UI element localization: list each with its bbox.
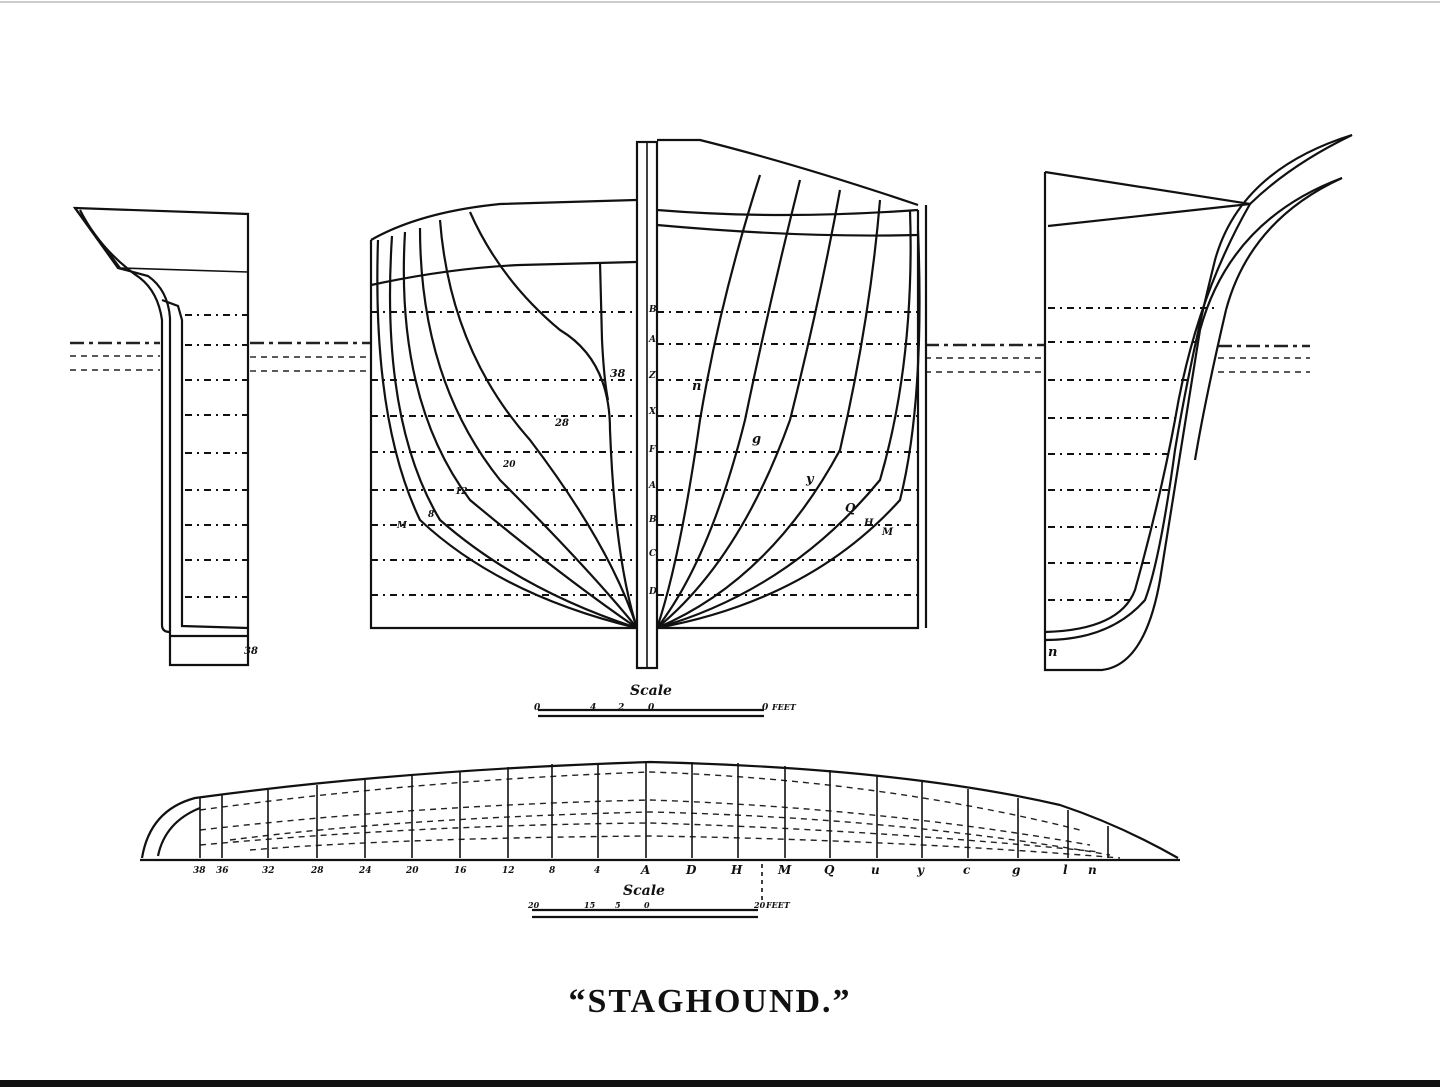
hb-scale-tick-1: 15 <box>584 900 596 910</box>
fore-label-H: H <box>863 518 874 529</box>
svg-text:B: B <box>648 515 657 525</box>
hb-scale-label: Scale <box>623 883 665 899</box>
svg-text:Q: Q <box>824 863 835 877</box>
svg-text:36: 36 <box>216 866 229 876</box>
aft-label-28: 28 <box>554 418 569 429</box>
svg-text:M: M <box>777 863 792 877</box>
body-plan-scale: Scale 0 4 2 0 0 FEET <box>534 683 797 718</box>
stern-waterlines <box>185 314 248 598</box>
svg-text:g: g <box>1012 863 1020 877</box>
scale-tick-3: 0 <box>648 703 655 713</box>
bow-waterlines <box>1048 307 1215 601</box>
centerline-letters: B A Z X F A B C D <box>648 305 657 597</box>
svg-text:32: 32 <box>262 866 275 876</box>
svg-text:H: H <box>730 863 743 877</box>
hb-scale-tick-0: 20 <box>527 900 540 910</box>
svg-text:c: c <box>963 863 971 877</box>
svg-text:12: 12 <box>502 866 515 876</box>
svg-text:4: 4 <box>594 866 600 876</box>
svg-text:n: n <box>1088 863 1097 877</box>
svg-text:38: 38 <box>193 866 206 876</box>
scale-unit: FEET <box>771 702 797 712</box>
svg-text:D: D <box>685 863 697 877</box>
half-breadth-plan: 38 36 32 28 24 20 16 12 8 4 A D H M Q u … <box>140 760 1180 900</box>
fore-label-y: y <box>805 472 815 487</box>
stern-view-label: 38 <box>244 646 258 657</box>
keel-post <box>635 140 659 670</box>
body-plan-waterlines <box>371 311 918 596</box>
scale-tick-2: 2 <box>617 703 624 713</box>
svg-text:y: y <box>916 863 925 877</box>
hb-scale-tick-4: 20 <box>753 900 766 910</box>
aft-station-labels: 38 28 20 12 8 M <box>396 367 626 531</box>
svg-text:A: A <box>648 335 656 345</box>
scale-tick-1: 4 <box>590 703 596 713</box>
svg-text:B: B <box>648 305 657 315</box>
svg-text:16: 16 <box>454 866 467 876</box>
svg-text:D: D <box>648 587 657 597</box>
svg-text:Z: Z <box>648 371 656 381</box>
hb-scale-tick-2: 5 <box>615 900 621 910</box>
bow-view-label: n <box>1048 645 1057 660</box>
svg-text:A: A <box>648 481 656 491</box>
aft-label-38: 38 <box>610 367 626 380</box>
scale-tick-4: 0 <box>762 703 769 713</box>
body-plan-view: 38 28 20 12 8 M n g y Q H M B A Z X F A … <box>369 138 928 670</box>
aft-label-8: 8 <box>428 510 435 520</box>
svg-text:u: u <box>871 863 880 877</box>
aft-label-12: 12 <box>455 487 468 497</box>
half-breadth-scale: Scale 20 15 5 0 20 FEET <box>527 883 791 919</box>
hb-scale-tick-3: 0 <box>644 900 650 910</box>
hb-scale-unit: FEET <box>765 900 791 910</box>
bow-profile-view: n <box>1043 133 1353 672</box>
svg-text:8: 8 <box>549 866 556 876</box>
stern-profile-view: 38 <box>72 206 258 667</box>
svg-text:A: A <box>640 863 650 877</box>
fore-label-Q: Q <box>845 501 856 515</box>
half-breadth-station-labels: 38 36 32 28 24 20 16 12 8 4 A D H M Q u … <box>193 863 1097 877</box>
drawing-title: “STAGHOUND.” <box>568 983 851 1020</box>
frame-bottom-border <box>0 1080 1440 1087</box>
svg-text:l: l <box>1063 863 1068 877</box>
fore-label-n: n <box>692 379 701 394</box>
scale-tick-0: 0 <box>534 703 541 713</box>
svg-text:20: 20 <box>405 866 419 876</box>
aft-section-curves <box>376 211 639 630</box>
half-breadth-stations <box>199 762 1109 858</box>
svg-text:F: F <box>648 445 656 455</box>
fore-station-labels: n g y Q H M <box>692 379 894 538</box>
svg-text:C: C <box>649 549 657 559</box>
svg-text:X: X <box>648 407 657 417</box>
aft-label-20: 20 <box>502 460 516 470</box>
scale-label: Scale <box>630 683 672 699</box>
fore-label-g: g <box>752 432 761 447</box>
fore-label-M: M <box>881 527 894 538</box>
svg-text:28: 28 <box>310 866 324 876</box>
aft-label-M: M <box>396 521 408 531</box>
svg-text:24: 24 <box>358 866 372 876</box>
waterline <box>70 341 1310 373</box>
fore-section-curves <box>655 174 921 630</box>
